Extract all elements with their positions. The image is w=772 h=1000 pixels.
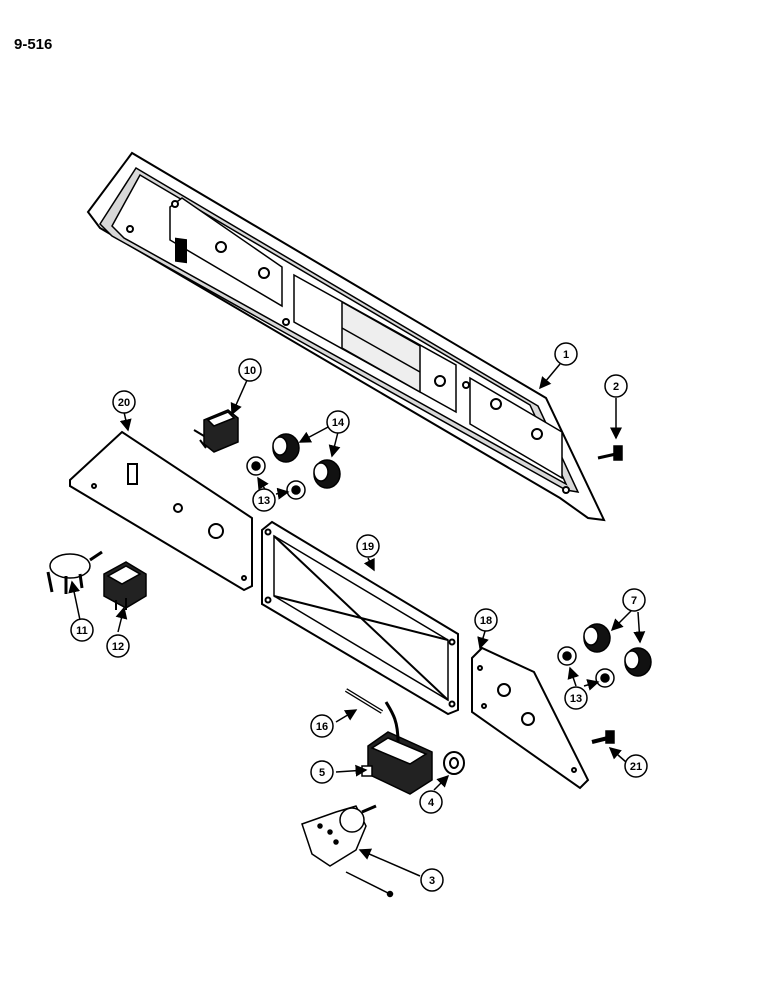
callout-4: 4 [419,790,443,814]
callout-10: 10 [238,358,262,382]
pin-16 [344,688,384,714]
knob-14-upper [272,433,300,463]
switch-plate-20 [69,430,253,592]
switch-body-5 [361,701,433,795]
callout-13-upper: 13 [252,488,276,512]
callout-1: 1 [554,342,578,366]
callout-19: 19 [356,534,380,558]
bracket-3 [301,804,394,898]
nut-13-upper-b [286,480,306,500]
callout-7: 7 [622,588,646,612]
callout-7-label: 7 [631,595,637,607]
callout-12-label: 12 [112,641,124,653]
callout-14: 14 [326,410,350,434]
callout-11: 11 [70,618,94,642]
nut-13-right-a [557,646,577,666]
callout-10-label: 10 [244,365,256,377]
callout-20-label: 20 [118,397,130,409]
callout-5: 5 [310,760,334,784]
knob-7-lower [624,647,652,677]
switch-12 [103,561,147,610]
washer-4 [443,751,465,775]
callout-13-right-label: 13 [570,693,582,705]
callout-16-label: 16 [316,721,328,733]
callout-1-label: 1 [563,349,569,361]
callout-19-label: 19 [362,541,374,553]
callout-3-label: 3 [429,875,435,887]
callout-11-label: 11 [76,625,88,637]
rotary-switch-11 [46,550,103,594]
callout-21: 21 [624,754,648,778]
leader-lines [68,363,646,877]
callout-13-right: 13 [564,686,588,710]
rocker-switch-10 [193,409,239,453]
panel-frame [86,151,606,522]
callout-21-label: 21 [630,761,642,773]
callout-4-label: 4 [428,797,435,809]
screw-2 [597,445,623,461]
callout-5-label: 5 [319,767,325,779]
nut-13-upper-a [246,456,266,476]
callout-16: 16 [310,714,334,738]
callout-13-upper-label: 13 [258,495,270,507]
screw-21 [591,730,615,744]
callout-12: 12 [106,634,130,658]
callout-2-label: 2 [613,381,619,393]
callout-2: 2 [604,374,628,398]
nut-13-right-b [595,668,615,688]
gasket-frame-19 [261,520,459,716]
page-number: 9-516 [14,36,53,53]
callout-14-label: 14 [332,417,345,429]
knob-7-upper [583,623,611,653]
callout-18-label: 18 [480,615,492,627]
callout-18: 18 [474,608,498,632]
callout-20: 20 [112,390,136,414]
callout-3: 3 [420,868,444,892]
knob-14-lower [313,459,341,489]
